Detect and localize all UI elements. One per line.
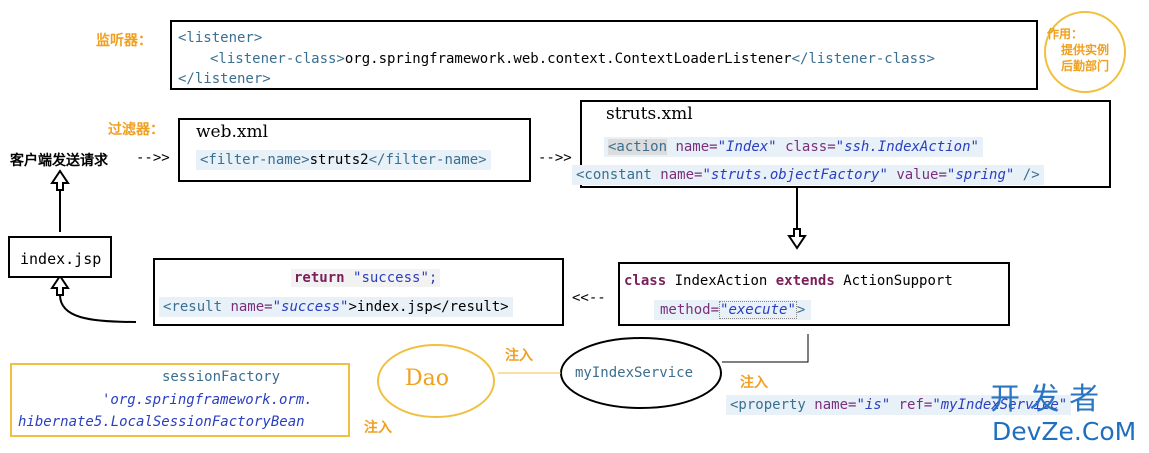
watermark-line-2: DevZe.CoM [992,417,1137,446]
dao-label: Dao [405,366,449,391]
filter-name-line: <filter-name>struts2</filter-name> [196,150,491,170]
class-decl-line: class IndexAction extends ActionSupport [624,273,953,289]
return-line: return "success"; [291,269,441,287]
action-class-box: class IndexAction extends ActionSupport … [618,262,1010,326]
action-line: <action name="Index" class="ssh.IndexAct… [604,137,983,157]
result-box: return "success"; <result name="success"… [153,258,564,326]
listener-line-3: </listener> [178,71,271,87]
result-to-jsp-line [59,294,137,323]
webxml-box: web.xml <filter-name>struts2</filter-nam… [178,118,531,182]
client-request-text: 客户端发送请求 [10,153,108,169]
inject-label-service: 注入 [505,348,533,364]
index-jsp-box: index.jsp [8,236,112,278]
index-jsp-text: index.jsp [20,250,102,268]
service-name: myIndexService [575,365,694,381]
listener-label: 监听器： [96,33,152,49]
result-arrow: <<-- [572,290,606,306]
struts-box: struts.xml <action name="Index" class="s… [572,100,1111,188]
listener-line-1: <listener> [178,30,263,46]
up-arrow-icon-2 [50,274,70,296]
note-line-2: 后勤部门 [1060,59,1109,73]
request-arrow: -->> [136,150,170,166]
inject-label-dao: 注入 [364,420,392,436]
listener-box: <listener> <listener-class>org.springfra… [170,20,1038,90]
result-line: <result name="success">index.jsp</result… [159,297,513,317]
down-arrow-icon [787,228,807,250]
action-service-line [722,334,809,363]
session-title: sessionFactory [162,369,281,385]
struts-title: struts.xml [606,104,693,124]
session-line-1: 'org.springframework.orm. [102,392,313,408]
listener-note: 作用： 提供实例 后勤部门 [1047,26,1123,74]
session-factory-box: sessionFactory 'org.springframework.orm.… [10,363,350,437]
listener-line-2: <listener-class>org.springframework.web.… [210,51,935,67]
inject-label-action: 注入 [740,375,768,391]
filter-label: 过滤器： [108,122,164,138]
method-line: method="execute"> [654,300,812,320]
property-line: <property name="is" ref="myIndexService" [726,395,1072,415]
watermark-line-1: 开 发 者 [990,382,1100,417]
webxml-title: web.xml [196,122,269,142]
dao-ellipse [377,344,495,418]
note-line-1: 提供实例 [1060,43,1109,57]
filter-arrow: -->> [538,150,572,166]
up-arrow-icon [50,169,70,191]
constant-line: <constant name="struts.objectFactory" va… [572,165,1044,185]
note-title: 作用： [1047,27,1084,41]
note-circle [1044,11,1126,93]
session-line-2: hibernate5.LocalSessionFactoryBean [18,414,305,430]
